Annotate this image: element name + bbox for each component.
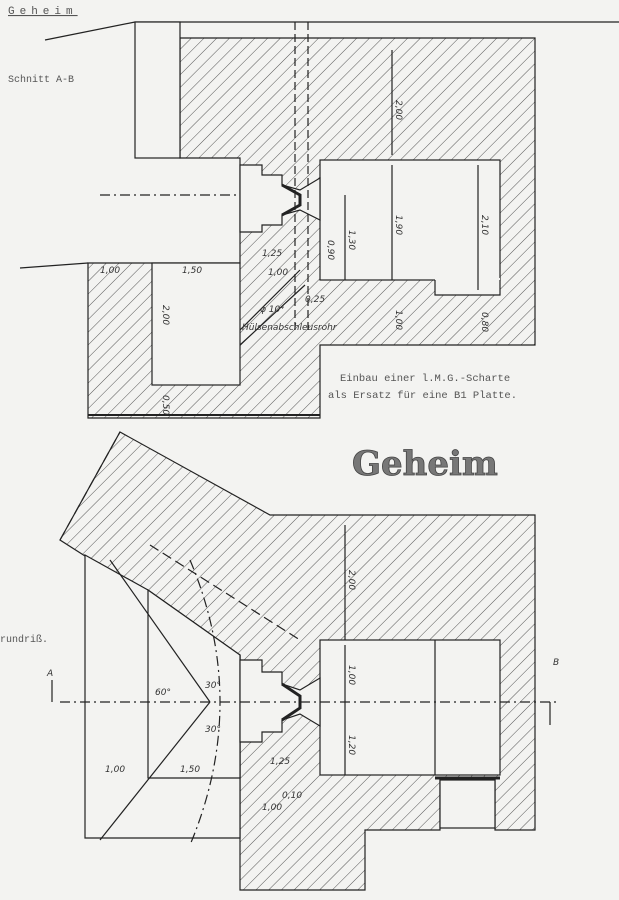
svg-text:2,00: 2,00	[393, 100, 403, 120]
ground-line	[44, 21, 619, 41]
title-line-2: als Ersatz für eine B1 Platte.	[328, 390, 517, 402]
section-view	[19, 21, 619, 419]
svg-text:2,00: 2,00	[346, 570, 356, 590]
pit	[151, 262, 241, 386]
svg-text:1,00: 1,00	[262, 803, 282, 813]
geheim-stamp: Geheim	[352, 444, 498, 484]
svg-text:30°: 30°	[205, 681, 221, 691]
classification-header: Geheim	[8, 6, 78, 18]
title-line-1: Einbau einer l.M.G.-Scharte	[340, 373, 510, 385]
svg-text:Hülsenabschleusrohr: Hülsenabschleusrohr	[242, 323, 338, 333]
plan-chamber	[319, 639, 501, 776]
svg-text:30°: 30°	[205, 725, 221, 735]
svg-text:1,00: 1,00	[346, 665, 356, 685]
plan-embrasure	[239, 659, 321, 743]
svg-text:0,10: 0,10	[282, 791, 302, 801]
front-wall-opening	[134, 21, 181, 159]
section-dimensions: 2,00 1,90 2,10 1,30 0,90 1,25 1,00 0,25 …	[100, 100, 489, 415]
svg-text:1,00: 1,00	[105, 765, 125, 775]
svg-text:0,25: 0,25	[305, 295, 325, 305]
svg-text:1,00: 1,00	[268, 268, 288, 278]
svg-text:φ 10⁴: φ 10⁴	[260, 305, 284, 315]
svg-text:1,50: 1,50	[182, 266, 202, 276]
svg-text:1,30: 1,30	[346, 230, 356, 250]
svg-text:1,25: 1,25	[270, 757, 290, 767]
section-label: Schnitt A-B	[8, 74, 74, 86]
embrasure	[239, 164, 321, 233]
svg-text:1,20: 1,20	[346, 735, 356, 755]
svg-text:2,10: 2,10	[479, 215, 489, 235]
svg-text:B: B	[553, 658, 559, 668]
svg-text:1,25: 1,25	[262, 249, 282, 259]
svg-text:0,50: 0,50	[160, 395, 170, 415]
svg-text:A: A	[46, 669, 53, 679]
svg-text:1,90: 1,90	[393, 215, 403, 235]
firing-room	[147, 588, 241, 779]
svg-text:1,00: 1,00	[393, 310, 403, 330]
svg-text:0,90: 0,90	[325, 240, 335, 260]
chamber	[319, 159, 501, 281]
plan-label: rundriß.	[0, 634, 48, 646]
plan-dimensions: 2,00 1,00 1,20 60° 30° 30° 1,00 1,50 1,2…	[46, 570, 559, 813]
svg-text:2,00: 2,00	[160, 305, 170, 325]
svg-text:60°: 60°	[155, 688, 171, 698]
svg-text:0,80: 0,80	[479, 312, 489, 332]
svg-text:1,50: 1,50	[180, 765, 200, 775]
svg-text:1,00: 1,00	[100, 266, 120, 276]
plan-view	[51, 431, 560, 891]
